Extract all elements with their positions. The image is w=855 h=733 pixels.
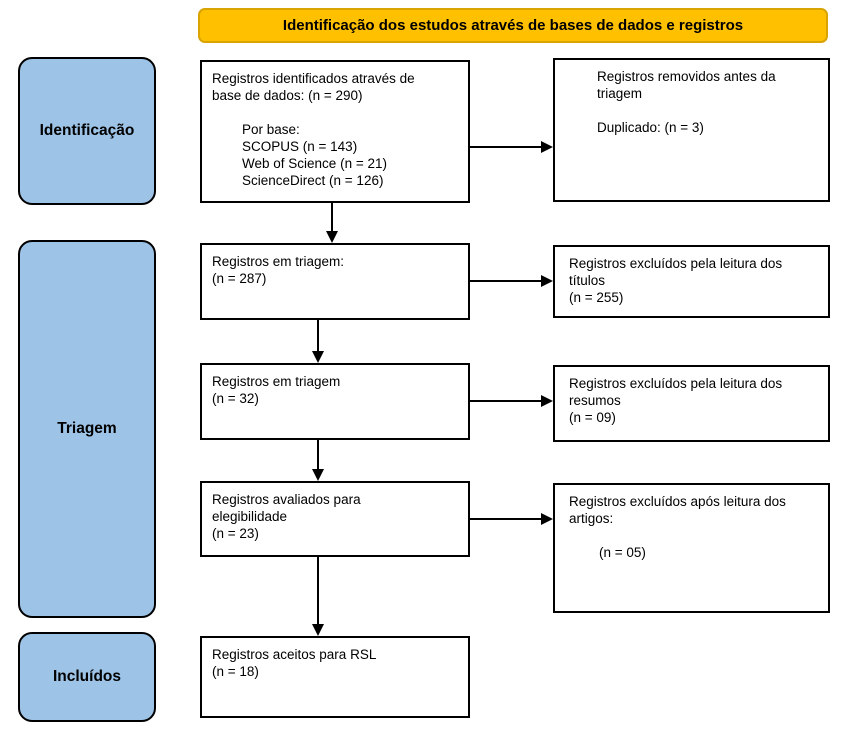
side-box-removed-before-screening: Registros removidos antes da triagem Dup…: [553, 58, 830, 202]
side-box-excluded-abstracts: Registros excluídos pela leitura dos res…: [553, 365, 830, 442]
arrow-right-row1-line: [470, 146, 541, 148]
stage-triagem: Triagem: [18, 240, 156, 618]
arrow-down-2-head-icon: [312, 351, 324, 363]
arrow-down-4-head-icon: [312, 624, 324, 636]
flow-box-eligibility: Registros avaliados para elegibilidade (…: [200, 481, 470, 557]
flow-box-records-identified: Registros identificados através de base …: [200, 60, 470, 203]
side-box-excluded-articles: Registros excluídos após leitura dos art…: [553, 483, 830, 613]
arrow-down-4-line: [317, 557, 319, 624]
arrow-down-3-line: [317, 440, 319, 469]
arrow-right-row2-line: [470, 280, 541, 282]
arrow-right-row2-head-icon: [541, 275, 553, 287]
arrow-down-2-line: [317, 320, 319, 351]
stage-incluidos: Incluídos: [18, 632, 156, 722]
banner-title: Identificação dos estudos através de bas…: [198, 8, 828, 43]
flow-box-screening-abstracts: Registros em triagem (n = 32): [200, 363, 470, 440]
arrow-right-row3-head-icon: [541, 395, 553, 407]
arrow-down-1-line: [331, 203, 333, 231]
stage-identificacao: Identificação: [18, 57, 156, 205]
side-box-excluded-titles: Registros excluídos pela leitura dos tít…: [553, 245, 830, 318]
stage-incluidos-label: Incluídos: [52, 668, 122, 685]
arrow-down-1-head-icon: [326, 231, 338, 243]
arrow-right-row1-head-icon: [541, 141, 553, 153]
flow-box-included-rsl: Registros aceitos para RSL (n = 18): [200, 636, 470, 718]
stage-triagem-label: Triagem: [57, 420, 117, 437]
arrow-right-row4-line: [470, 518, 541, 520]
flow-box-screening-titles: Registros em triagem: (n = 287): [200, 243, 470, 320]
stage-identificacao-label: Identificação: [39, 122, 135, 139]
arrow-right-row4-head-icon: [541, 513, 553, 525]
arrow-down-3-head-icon: [312, 469, 324, 481]
arrow-right-row3-line: [470, 400, 541, 402]
